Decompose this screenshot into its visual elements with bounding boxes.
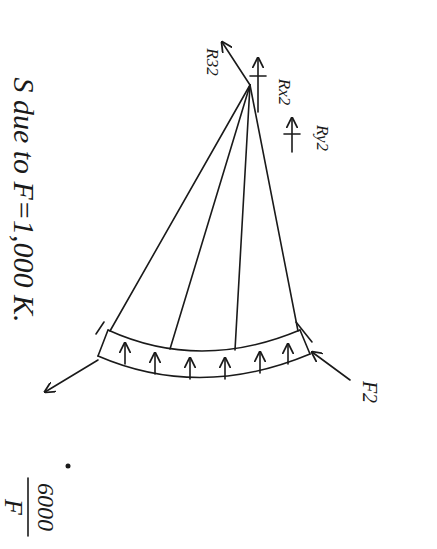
- load-arrow: [224, 358, 226, 379]
- reaction-arrow: [257, 58, 259, 112]
- load-arrow: [154, 353, 156, 374]
- reaction-label: Ry2: [314, 125, 331, 151]
- load-arrow: [189, 358, 191, 379]
- panel-end: [98, 330, 108, 356]
- reaction-arrow: [291, 118, 293, 152]
- reaction-label: Rx2: [276, 79, 293, 105]
- fan-line: [235, 85, 250, 350]
- panel-outer-edge: [98, 354, 310, 378]
- force-note: S due to F=1,000 K.: [9, 77, 39, 322]
- load-arrow: [124, 343, 126, 364]
- reaction-tick: [250, 75, 266, 77]
- load-arrow: [287, 344, 289, 364]
- panel-end-tick: [296, 322, 312, 342]
- fraction-bar: [27, 478, 29, 536]
- fraction-numerator: F: [0, 499, 26, 515]
- fan-line: [250, 85, 298, 331]
- force-label: F2: [360, 381, 380, 403]
- load-arrow: [259, 352, 261, 373]
- reaction-arrow: [222, 42, 250, 85]
- dot: [66, 464, 71, 469]
- panel-end-tick: [96, 322, 104, 334]
- f2-force-arrow: [312, 352, 350, 380]
- fan-line: [110, 85, 250, 331]
- fan-line: [170, 85, 250, 349]
- s-force-line: [45, 360, 98, 392]
- reaction-label: R32: [204, 48, 221, 75]
- reaction-tick: [284, 133, 300, 135]
- fraction-denominator: 6000: [34, 483, 58, 531]
- panel-inner-edge: [108, 330, 300, 351]
